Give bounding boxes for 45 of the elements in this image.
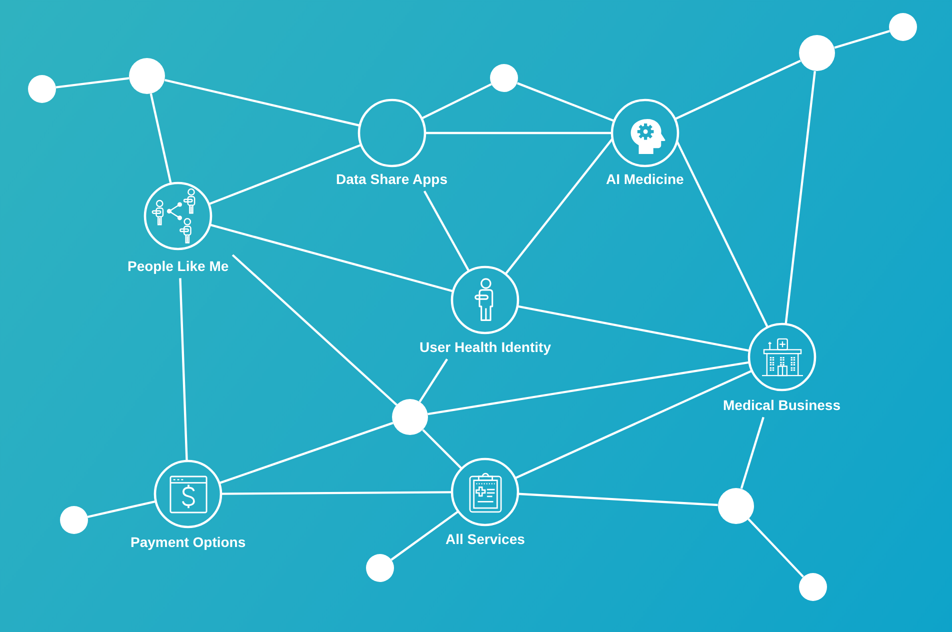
node-dot	[366, 554, 394, 582]
connector-line	[784, 70, 816, 324]
connector-line	[210, 224, 454, 292]
connector-line	[221, 491, 452, 495]
node-label: Payment Options	[130, 534, 246, 550]
node-dot	[490, 64, 518, 92]
connector-line	[676, 140, 768, 328]
node-label: AI Medicine	[606, 171, 684, 187]
connector-line	[179, 278, 188, 462]
connector-line	[56, 77, 130, 88]
node-dot	[799, 35, 835, 71]
connector-line	[516, 82, 614, 122]
connector-line	[428, 361, 750, 416]
connector-line	[232, 254, 398, 406]
connector-line	[518, 305, 750, 352]
node-label: Medical Business	[723, 397, 840, 413]
connector-line	[740, 416, 764, 489]
connector-line	[390, 510, 459, 561]
node-label: All Services	[446, 531, 525, 547]
connector-line	[423, 190, 470, 272]
node-dot	[889, 13, 917, 41]
node-dot	[28, 75, 56, 103]
connector-line	[518, 492, 718, 506]
connector-line	[150, 93, 172, 184]
node-label: User Health Identity	[420, 339, 551, 355]
node-dot	[60, 506, 88, 534]
connector-line	[748, 518, 804, 578]
connector-line	[87, 500, 156, 518]
connector-line	[164, 79, 360, 127]
node-label: People Like Me	[128, 258, 229, 274]
node-dot	[392, 399, 428, 435]
connector-line	[422, 429, 462, 470]
connector-line	[418, 358, 448, 402]
connector-line	[421, 83, 492, 120]
node-dot	[129, 58, 165, 94]
connector-line	[674, 60, 801, 120]
node-label: Data Share Apps	[336, 171, 448, 187]
connector-line	[504, 138, 614, 275]
connector-line	[425, 132, 612, 134]
node-dot	[718, 488, 754, 524]
connector-line	[834, 30, 890, 49]
connector-line	[208, 144, 362, 206]
node-dot	[799, 573, 827, 601]
connector-line	[514, 370, 752, 480]
connector-line	[219, 422, 394, 484]
